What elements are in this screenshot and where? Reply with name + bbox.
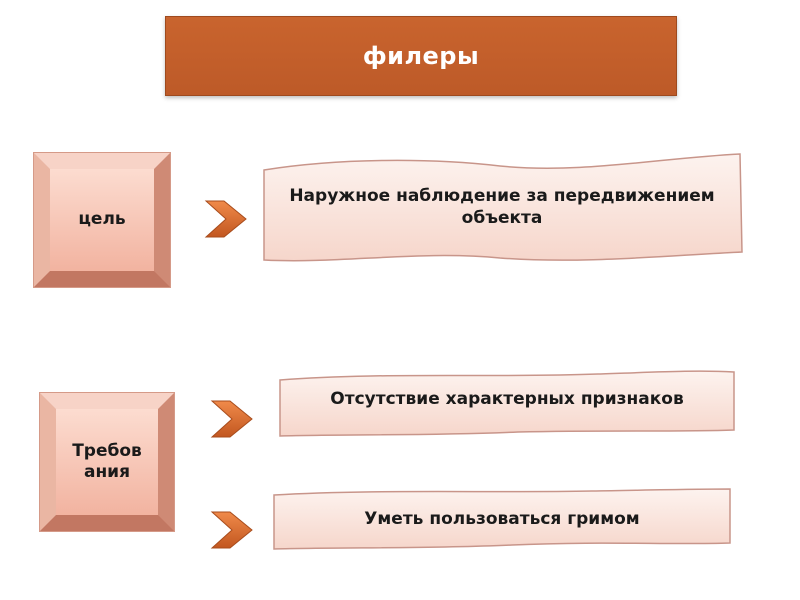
requirements-box: Требов ания	[40, 393, 174, 531]
goal-description-banner: Наружное наблюдение за передвижением объ…	[260, 152, 744, 269]
requirements-label: Требов ания	[72, 440, 142, 482]
chevron-right-icon	[210, 400, 253, 438]
goal-label: цель	[78, 209, 126, 230]
chevron-right-icon	[204, 200, 247, 238]
goal-description: Наружное наблюдение за передвижением объ…	[289, 185, 715, 228]
requirement-banner-1: Отсутствие характерных признаков	[278, 368, 736, 438]
goal-box: цель	[34, 153, 170, 287]
requirement-item-1: Отсутствие характерных признаков	[330, 388, 684, 409]
requirement-item-2: Уметь пользоваться гримом	[364, 508, 640, 529]
diagram-title: филеры	[362, 42, 480, 70]
title-bar: филеры	[165, 16, 677, 96]
requirement-banner-2: Уметь пользоваться гримом	[272, 487, 732, 551]
chevron-right-icon	[210, 511, 253, 549]
